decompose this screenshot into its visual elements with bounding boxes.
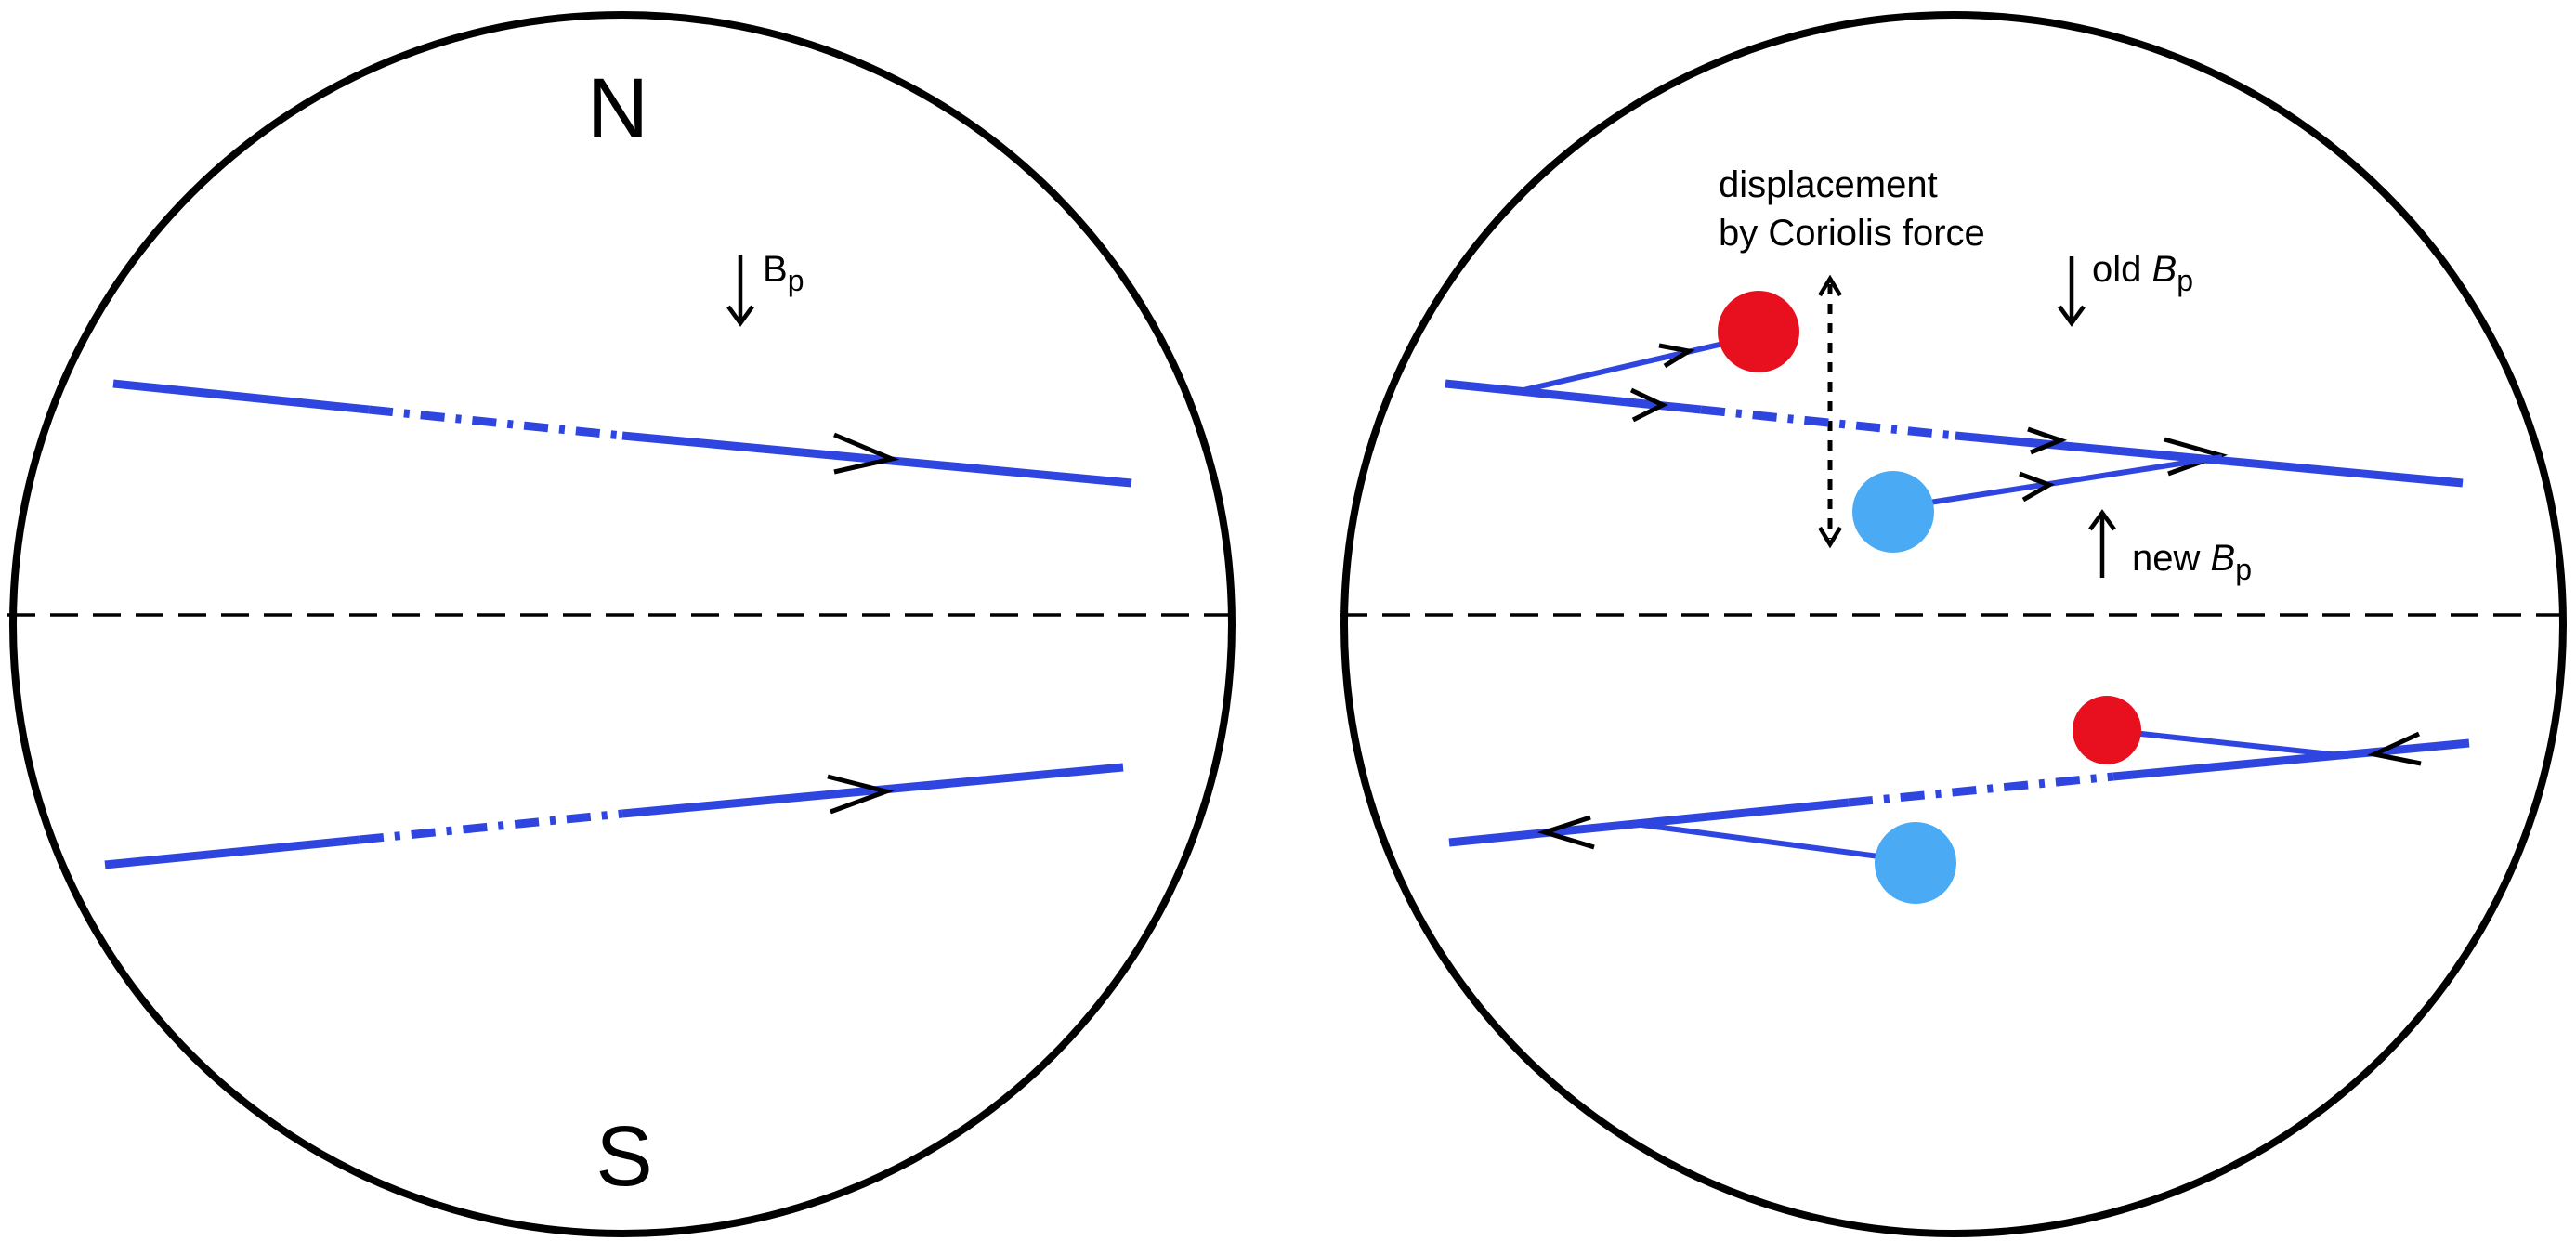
north-label: N [587,61,648,156]
right-south-field-line [1448,731,2470,850]
north-field-line [112,379,1132,488]
south-red-spot [2073,696,2141,764]
south-field-line [104,763,1124,869]
right-south-arrow-1 [1536,815,1595,850]
left-panel: N S Bp [7,11,1236,1237]
north-blue-loop-arrow [2019,471,2055,503]
north-blue-loop [1887,454,2223,512]
displacement-arrow [1818,274,1842,549]
south-blue-loop [1641,822,1915,864]
right-panel: displacement by Coriolis force old Bp ne… [1340,11,2567,1237]
north-red-loop [1523,341,1724,393]
north-red-loop-arrow [1658,343,1695,369]
right-north-arrow-1 [1629,387,1668,423]
right-sun-outline [1340,11,2567,1237]
right-north-field-line [1445,379,2464,488]
displacement-label-line1: displacement [1719,164,1938,205]
right-north-arrow-2 [2027,426,2068,455]
old-bp-arrow [2058,256,2086,327]
south-field-direction-arrow [827,774,895,815]
south-red-loop [2106,727,2349,759]
south-blue-spot [1875,822,1956,904]
right-south-arrow-2 [2366,731,2422,766]
bp-arrow [726,255,754,327]
north-red-spot [1718,291,1799,372]
new-bp-label: new Bp [2132,538,2252,586]
north-field-direction-arrow [833,432,900,475]
new-bp-arrow [2088,509,2116,578]
old-bp-label: old Bp [2092,249,2193,297]
south-label: S [595,1109,652,1204]
displacement-label-line2: by Coriolis force [1719,213,1985,254]
north-blue-spot [1852,471,1934,553]
left-sun-outline [9,11,1236,1237]
bp-label: Bp [763,249,804,297]
